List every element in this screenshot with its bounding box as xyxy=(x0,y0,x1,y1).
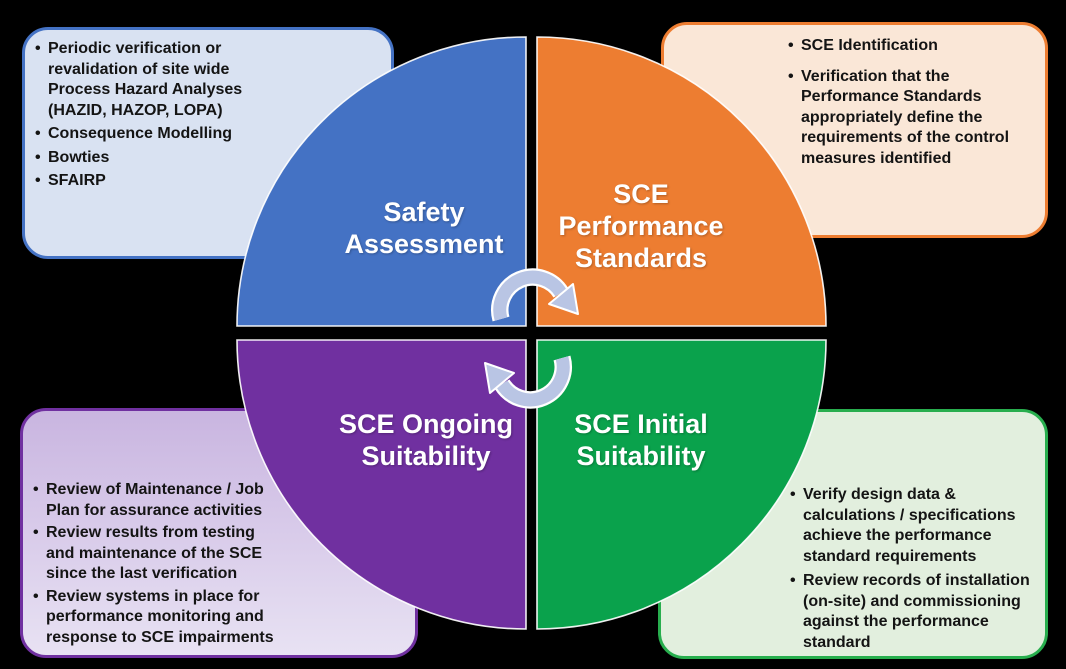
quadrant-sce-performance-standards xyxy=(536,36,827,327)
bullet-item: Review records of installation (on-site)… xyxy=(790,571,1050,653)
clockwise-arrow-bottom-icon xyxy=(484,355,572,409)
callout-bullets-sce-ongoing-suitability: Review of Maintenance / Job Plan for ass… xyxy=(33,480,333,650)
quadrant-sce-initial-suitability xyxy=(536,339,827,630)
bullet-item: Review systems in place for performance … xyxy=(33,587,333,649)
quadrant-title-sce-ongoing-suitability: SCE Ongoing Suitability xyxy=(339,409,513,471)
bullet-item: Verification that the Performance Standa… xyxy=(788,67,1038,170)
bullet-item: SCE Identification xyxy=(788,36,1038,57)
bullet-item: Consequence Modelling xyxy=(35,124,270,145)
clockwise-arrow-top-icon xyxy=(491,268,579,322)
bullet-item: Bowties xyxy=(35,148,270,169)
callout-bullets-sce-initial-suitability: Verify design data & calculations / spec… xyxy=(790,485,1050,657)
bullet-item: Review of Maintenance / Job Plan for ass… xyxy=(33,480,333,521)
quadrant-title-sce-performance-standards: SCE Performance Standards xyxy=(558,179,724,273)
bullet-item: SFAIRP xyxy=(35,171,270,192)
callout-bullets-sce-performance-standards: SCE Identification Verification that the… xyxy=(788,36,1038,179)
bullet-item: Review results from testing and maintena… xyxy=(33,523,333,585)
quadrant-title-sce-initial-suitability: SCE Initial Suitability xyxy=(574,409,708,471)
quadrant-title-safety-assessment: Safety Assessment xyxy=(344,197,504,259)
callout-bullets-safety-assessment: Periodic verification or revalidation of… xyxy=(35,39,270,195)
bullet-item: Periodic verification or revalidation of… xyxy=(35,39,270,121)
quadrant-safety-assessment xyxy=(236,36,527,327)
bullet-item: Verify design data & calculations / spec… xyxy=(790,485,1050,567)
